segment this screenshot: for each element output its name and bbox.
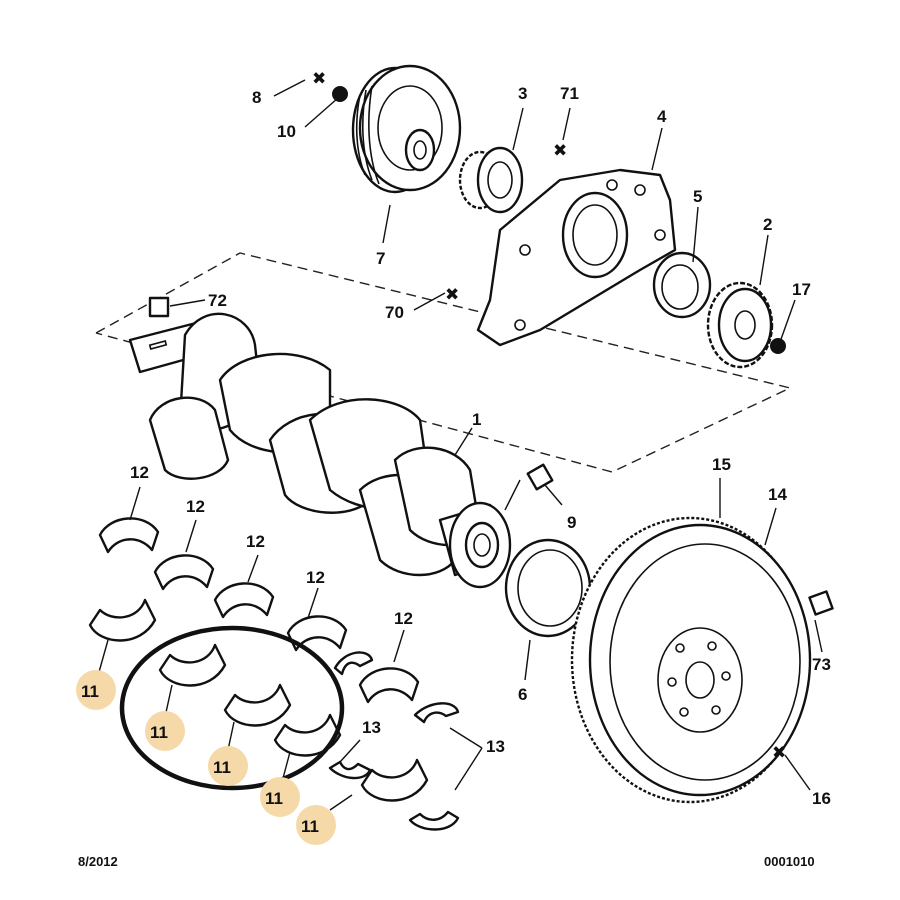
callout-12: 12: [246, 532, 265, 551]
footer-date: 8/2012: [78, 854, 118, 869]
callout-12: 12: [186, 497, 205, 516]
label-highlights: [76, 670, 336, 845]
timing-sprocket-front[interactable]: [458, 146, 524, 214]
callout-7: 7: [376, 249, 385, 268]
callout-4: 4: [657, 107, 667, 126]
callout-1: 1: [472, 410, 481, 429]
square-symbol: [148, 296, 170, 318]
callout-16: 16: [812, 789, 831, 808]
callout-3: 3: [518, 84, 527, 103]
bearing-shell-upper[interactable]: [98, 517, 420, 704]
callout-11: 11: [213, 758, 231, 777]
callout-12: 12: [306, 568, 325, 587]
callout-5: 5: [693, 187, 702, 206]
flywheel[interactable]: [570, 516, 812, 804]
footer-reference: 0001010: [764, 854, 815, 869]
callout-15: 15: [712, 455, 731, 474]
callout-14: 14: [768, 485, 787, 504]
callout-9: 9: [567, 513, 576, 532]
callout-72: 72: [208, 291, 227, 310]
callout-11: 11: [301, 817, 319, 836]
selection-circle: [119, 625, 345, 791]
front-oil-seal[interactable]: [652, 251, 712, 319]
dot-symbol: [332, 86, 348, 102]
x-symbol: ✖: [553, 141, 567, 160]
callouts: 8 10 7 3 71 4 5 2 17 70 72 1 9 15 14 73 …: [81, 84, 831, 836]
x-symbol: ✖: [312, 69, 326, 88]
thrust-washers[interactable]: [328, 651, 460, 831]
callout-17: 17: [792, 280, 811, 299]
callout-73: 73: [812, 655, 831, 674]
callout-11: 11: [81, 682, 99, 701]
crankshaft-pulley[interactable]: [351, 64, 462, 194]
dot-symbol: [770, 338, 786, 354]
symbols: ✖ ✖ ✖ ✖: [148, 69, 834, 762]
square-symbol: [808, 590, 834, 616]
callout-12: 12: [394, 609, 413, 628]
callout-13: 13: [362, 718, 381, 737]
callout-8: 8: [252, 88, 261, 107]
rear-oil-seal[interactable]: [504, 538, 592, 638]
callout-10: 10: [277, 122, 296, 141]
x-symbol: ✖: [772, 743, 786, 762]
oil-seal-housing[interactable]: [476, 168, 677, 347]
callout-12: 12: [130, 463, 149, 482]
callout-70: 70: [385, 303, 404, 322]
bearing-shell-lower[interactable]: [88, 598, 429, 802]
callout-71: 71: [560, 84, 579, 103]
callout-2: 2: [763, 215, 772, 234]
crankshaft[interactable]: [128, 312, 512, 589]
square-symbol: [526, 463, 554, 491]
callout-11: 11: [265, 789, 283, 808]
callout-6: 6: [518, 685, 527, 704]
callout-13: 13: [486, 737, 505, 756]
crank-timing-gear[interactable]: [706, 281, 774, 369]
x-symbol: ✖: [445, 285, 459, 304]
assembly-boundary-dashed: [95, 252, 793, 473]
callout-11: 11: [150, 723, 168, 742]
